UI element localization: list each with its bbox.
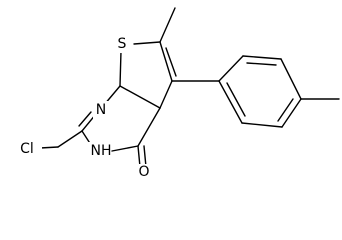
atom-label-sulfur: S — [118, 36, 127, 52]
atom-label-ring-nitrogen: N — [96, 102, 106, 118]
atom-label-chlorine: Cl — [20, 141, 34, 157]
bond-ar6-ar1-inner — [226, 82, 246, 117]
bond-c6-c5-inner — [165, 47, 177, 77]
bond-ar4-ar5 — [281, 98, 302, 128]
bond-ar6-ar1 — [218, 80, 243, 124]
bond-c5-c4a — [159, 80, 173, 109]
bond-layer — [39, 7, 340, 168]
bond-c4a-c7a — [119, 85, 161, 109]
atom-label-oxygen: O — [138, 164, 149, 180]
bond-c4-c4a — [137, 107, 161, 147]
bond-ar3-ar4 — [280, 58, 302, 100]
bond-c7a-s — [119, 50, 122, 87]
bond-s-c6 — [133, 41, 161, 45]
bond-ar2-ar3 — [242, 55, 282, 60]
bond-ar5-ar6 — [241, 122, 283, 128]
chemical-structure-diagram: S N N H O Cl — [12, 7, 340, 181]
bond-c4-o-inner — [143, 145, 147, 168]
bond-ar1-ar2 — [218, 55, 244, 82]
bond-ar4-ar5-inner — [277, 98, 294, 122]
bond-c6-methyl — [159, 7, 176, 43]
bond-n1-c2-inner — [78, 111, 92, 127]
bond-c6-c5 — [159, 41, 173, 82]
bond-c2-ch2 — [57, 130, 83, 148]
bond-ar2-ar3-inner — [246, 62, 277, 66]
bond-c4-o — [137, 145, 141, 168]
atom-label-nh-hydrogen: H — [101, 143, 112, 159]
atom-label-nh-nitrogen: N — [91, 143, 101, 159]
atom-label-layer: S N N H O Cl — [12, 35, 152, 181]
bond-ch2-cl — [39, 146, 59, 149]
bond-n3-c4 — [111, 145, 139, 152]
